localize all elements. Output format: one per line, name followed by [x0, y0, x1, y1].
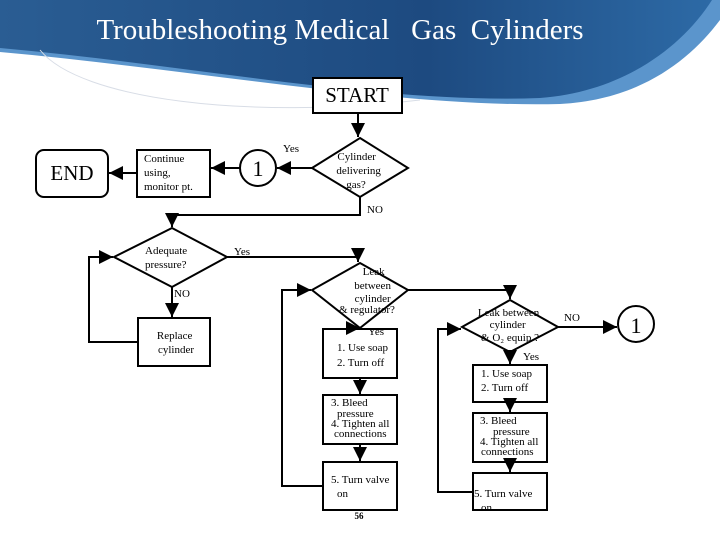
- delivering-question: Cylinder delivering gas?: [336, 151, 383, 191]
- no-label-delivering: NO: [367, 204, 383, 216]
- start-box: [312, 77, 403, 114]
- yes-label-equip: Yes: [523, 351, 539, 363]
- soap-box-1: [322, 328, 398, 379]
- connector-1-right: [617, 305, 655, 343]
- end-box: [35, 149, 109, 198]
- page-number: 56: [355, 511, 365, 521]
- soap-text-2: 1. Use soap 2. Turn off: [481, 368, 535, 394]
- end-label: END: [50, 161, 93, 185]
- valve-text-2: 5. Turn valve on: [474, 488, 535, 514]
- yes-label-pressure: Yes: [234, 246, 250, 258]
- bleed-text-1: 3. Bleed pressure 4. Tighten all connect…: [331, 397, 392, 440]
- replace-text: Replace cylinder: [157, 330, 195, 356]
- replace-box: [137, 317, 211, 367]
- leak-regulator-question: Leak between cylinder & regulator?: [339, 266, 395, 316]
- soap-text-1: 1. Use soap 2. Turn off: [337, 342, 391, 369]
- connector-label: 1: [253, 156, 264, 181]
- pressure-question: Adequate pressure?: [145, 245, 190, 271]
- arrows: [88, 113, 617, 493]
- valve-box-2: [472, 472, 548, 511]
- banner: [0, 0, 712, 99]
- no-label-pressure: NO: [174, 288, 190, 300]
- valve-box-1: [322, 461, 398, 511]
- start-label: START: [325, 83, 389, 107]
- leak-equip-question: Leak between cylinder & O₂ equip.?: [478, 307, 542, 344]
- decision-pressure: [111, 226, 230, 289]
- connector-label-right: 1: [631, 313, 642, 338]
- no-label-equip: NO: [564, 312, 580, 324]
- yes-label-regulator: Yes: [368, 326, 384, 338]
- valve-text-1: 5. Turn valve on: [331, 474, 392, 500]
- continue-text: Continue using, monitor pt.: [144, 153, 193, 193]
- slide-title: Troubleshooting Medical Gas Cylinders: [96, 14, 584, 46]
- continue-box: [136, 149, 211, 198]
- yes-label-delivering: Yes: [283, 143, 299, 155]
- soap-box-2: [472, 364, 548, 403]
- bleed-text-2: 3. Bleed pressure 4. Tighten all connect…: [480, 415, 541, 458]
- bleed-box-1: [322, 394, 398, 445]
